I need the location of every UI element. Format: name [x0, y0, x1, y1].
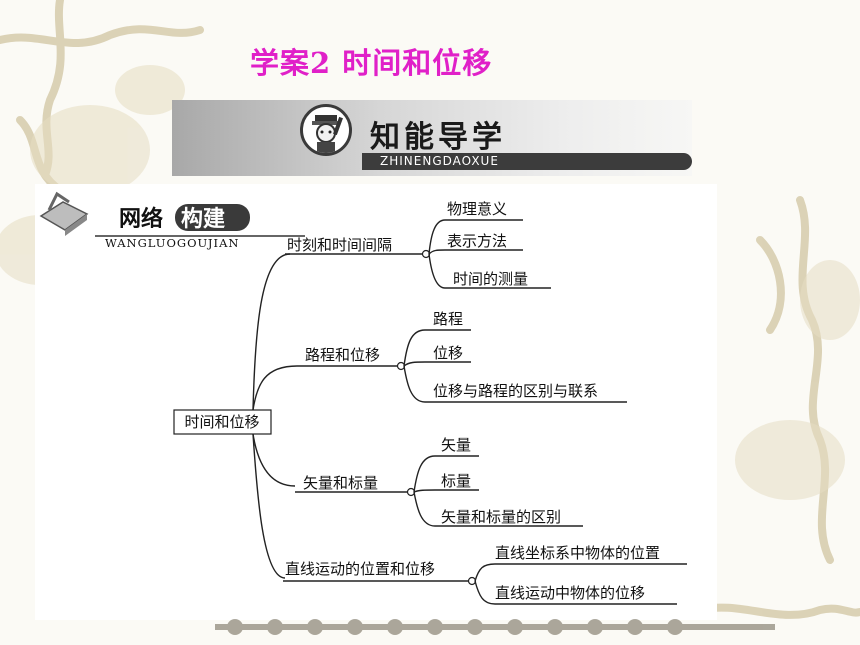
child-item: 物理意义: [447, 200, 507, 218]
mindmap: 网络 构建 WANGLUOGOUJIAN 时间和位移 时刻和时间间隔 物理意义 …: [39, 191, 687, 605]
child-item: 位移与路程的区别与联系: [433, 382, 598, 400]
book-icon: [39, 191, 89, 236]
branch-label: 时刻和时间间隔: [287, 236, 392, 254]
page-title: 学案2 时间和位移: [250, 46, 493, 80]
child-item: 矢量: [441, 436, 471, 454]
child-item: 标量: [441, 472, 471, 490]
section-heading-part1: 网络: [119, 206, 163, 232]
child-item: 位移: [433, 344, 463, 362]
child-item: 表示方法: [447, 232, 507, 250]
child-item: 时间的测量: [453, 270, 528, 288]
banner-heading: 知能导学: [370, 120, 506, 155]
child-item: 矢量和标量的区别: [441, 508, 561, 526]
section-subheading: WANGLUOGOUJIAN: [105, 236, 239, 250]
child-item: 直线坐标系中物体的位置: [495, 544, 660, 562]
section-heading-part2: 构建: [181, 206, 225, 232]
branch-label: 路程和位移: [305, 346, 380, 364]
section-banner: 知能导学 ZHINENGDAOXUE: [172, 100, 692, 176]
student-mascot-icon: [300, 104, 352, 156]
mindmap-root-box: [173, 409, 272, 435]
banner-bar: [362, 153, 692, 170]
bottom-vine-band: [215, 619, 775, 635]
mindmap-root: 时间和位移: [184, 413, 259, 431]
section-heading-pill: [175, 204, 250, 231]
child-item: 直线运动中物体的位移: [495, 584, 645, 602]
branch-label: 直线运动的位置和位移: [285, 560, 435, 578]
child-item: 路程: [433, 310, 463, 328]
mindmap-panel: 网络 构建 WANGLUOGOUJIAN 时间和位移 时刻和时间间隔 物理意义 …: [35, 184, 717, 620]
banner-subheading: ZHINENGDAOXUE: [380, 154, 499, 168]
branch-label: 矢量和标量: [303, 474, 378, 492]
